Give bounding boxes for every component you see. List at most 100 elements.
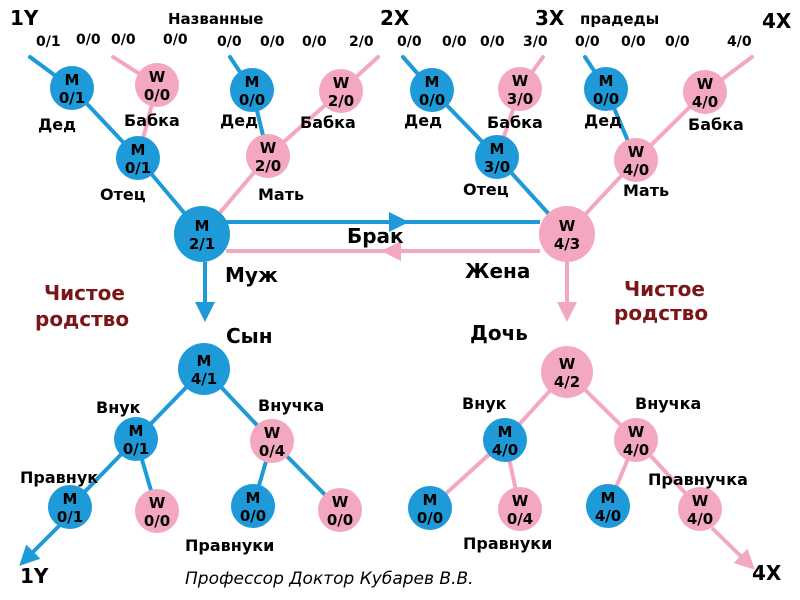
label-ded-1: Дед	[38, 115, 76, 134]
node-ratio-gf4: 0/0	[593, 90, 619, 108]
node-ratio-daughter: 4/2	[554, 373, 580, 391]
node-circle-gf2	[230, 68, 274, 112]
node-ggs4: M4/0	[586, 484, 630, 528]
node-sex-father1: M	[131, 141, 146, 159]
label-chistoe-right: Чистое	[624, 277, 705, 301]
node-circle-ggd4	[678, 487, 722, 531]
node-circle-ggs1	[48, 485, 92, 529]
node-ratio-ggd1: 0/0	[144, 512, 170, 530]
top-ratio-14: 0/0	[621, 34, 646, 50]
top-ratio-8: 2/0	[349, 34, 374, 50]
node-circle-ggd1	[135, 489, 179, 533]
label-vnuk-1: Внук	[96, 398, 141, 417]
label-chistoe-left: Чистое	[44, 281, 125, 305]
node-circle-father2	[475, 135, 519, 179]
node-ratio-gm3: 3/0	[507, 90, 533, 108]
label-muzh: Муж	[225, 263, 278, 287]
label-mat-2: Мать	[623, 181, 669, 200]
node-ratio-father2: 3/0	[484, 158, 510, 176]
node-grandson2: M4/0	[483, 418, 527, 462]
node-ratio-ggd3: 0/4	[507, 510, 533, 528]
node-circle-gm4	[683, 70, 727, 114]
node-circle-gf4	[584, 67, 628, 111]
node-sex-gm2: W	[333, 74, 350, 92]
node-ratio-ggd4: 4/0	[687, 510, 713, 528]
node-circle-son	[178, 343, 230, 395]
node-circle-ggs3	[408, 486, 452, 530]
node-sex-ggs3: M	[423, 491, 438, 509]
node-circle-daughter	[541, 346, 593, 398]
node-circle-ggd2	[318, 488, 362, 532]
label-2x: 2X	[380, 6, 410, 30]
top-ratio-16: 4/0	[727, 34, 752, 50]
node-circle-father1	[116, 136, 160, 180]
label-otec-1: Отец	[100, 185, 146, 204]
node-sex-ggs1: M	[63, 490, 78, 508]
node-ratio-wife: 4/3	[554, 235, 580, 253]
node-sex-daughter: W	[559, 355, 576, 373]
label-ded-2: Дед	[220, 111, 258, 130]
label-ded-4: Дед	[584, 111, 622, 130]
node-ggd1: W0/0	[135, 489, 179, 533]
node-sex-gm4: W	[697, 75, 714, 93]
node-gm1: W0/0	[135, 63, 179, 107]
node-ratio-father1: 0/1	[125, 159, 151, 177]
node-sex-son: M	[197, 352, 212, 370]
node-circle-ggs2	[231, 484, 275, 528]
node-ratio-mother2: 4/0	[623, 161, 649, 179]
label-rodstvo-left: родство	[35, 307, 129, 331]
label-zhena: Жена	[465, 259, 530, 283]
top-ratio-6: 0/0	[260, 34, 285, 50]
node-sex-ggd2: W	[332, 493, 349, 511]
node-ratio-grandson1: 0/1	[123, 440, 149, 458]
nodes-layer: M0/1W0/0M0/0W2/0M0/0W3/0M0/0W4/0M0/1W2/0…	[48, 63, 727, 533]
node-sex-husband: M	[195, 217, 210, 235]
node-granddaughter2: W4/0	[614, 418, 658, 462]
corner-label-4x-top: 4X	[762, 9, 792, 33]
node-ratio-ggd2: 0/0	[327, 511, 353, 529]
node-ggd4: W4/0	[678, 487, 722, 531]
node-gm4: W4/0	[683, 70, 727, 114]
node-ratio-gm1: 0/0	[144, 86, 170, 104]
node-circle-gf1	[50, 66, 94, 110]
node-daughter: W4/2	[541, 346, 593, 398]
node-ratio-husband: 2/1	[189, 235, 215, 253]
node-sex-gm1: W	[149, 68, 166, 86]
node-ggd2: W0/0	[318, 488, 362, 532]
corner-label-4x-bottom: 4X	[752, 561, 782, 585]
label-vnuk-2: Внук	[462, 394, 507, 413]
heading-pradedy: прадеды	[580, 10, 659, 28]
node-sex-mother1: W	[260, 139, 277, 157]
node-ratio-gf3: 0/0	[419, 91, 445, 109]
label-babka-1: Бабка	[124, 111, 180, 130]
node-sex-ggs4: M	[601, 489, 616, 507]
node-sex-gf2: M	[245, 73, 260, 91]
label-syn: Сын	[226, 324, 273, 348]
label-mat-1: Мать	[258, 185, 304, 204]
node-sex-ggd3: W	[512, 492, 529, 510]
node-grandson1: M0/1	[114, 417, 158, 461]
node-ratio-mother1: 2/0	[255, 157, 281, 175]
node-circle-grandson1	[114, 417, 158, 461]
node-circle-mother1	[246, 134, 290, 178]
node-circle-gm2	[319, 69, 363, 113]
top-ratio-9: 0/0	[397, 34, 422, 50]
node-ratio-ggs2: 0/0	[240, 507, 266, 525]
node-ratio-grandson2: 4/0	[492, 441, 518, 459]
node-sex-gm3: W	[512, 72, 529, 90]
node-circle-husband	[174, 206, 230, 262]
node-father2: M3/0	[475, 135, 519, 179]
node-sex-gf1: M	[65, 71, 80, 89]
node-sex-mother2: W	[628, 143, 645, 161]
top-ratio-13: 0/0	[575, 34, 600, 50]
node-gf4: M0/0	[584, 67, 628, 111]
node-sex-ggs2: M	[246, 489, 261, 507]
corner-arrow-4x	[710, 526, 755, 570]
label-pravnuchka: Правнучка	[648, 470, 748, 489]
node-ratio-ggs3: 0/0	[417, 509, 443, 527]
label-brak: Брак	[347, 224, 404, 248]
top-ratio-15: 0/0	[665, 34, 690, 50]
node-ratio-gf2: 0/0	[239, 91, 265, 109]
node-ratio-granddaughter1: 0/4	[259, 442, 285, 460]
